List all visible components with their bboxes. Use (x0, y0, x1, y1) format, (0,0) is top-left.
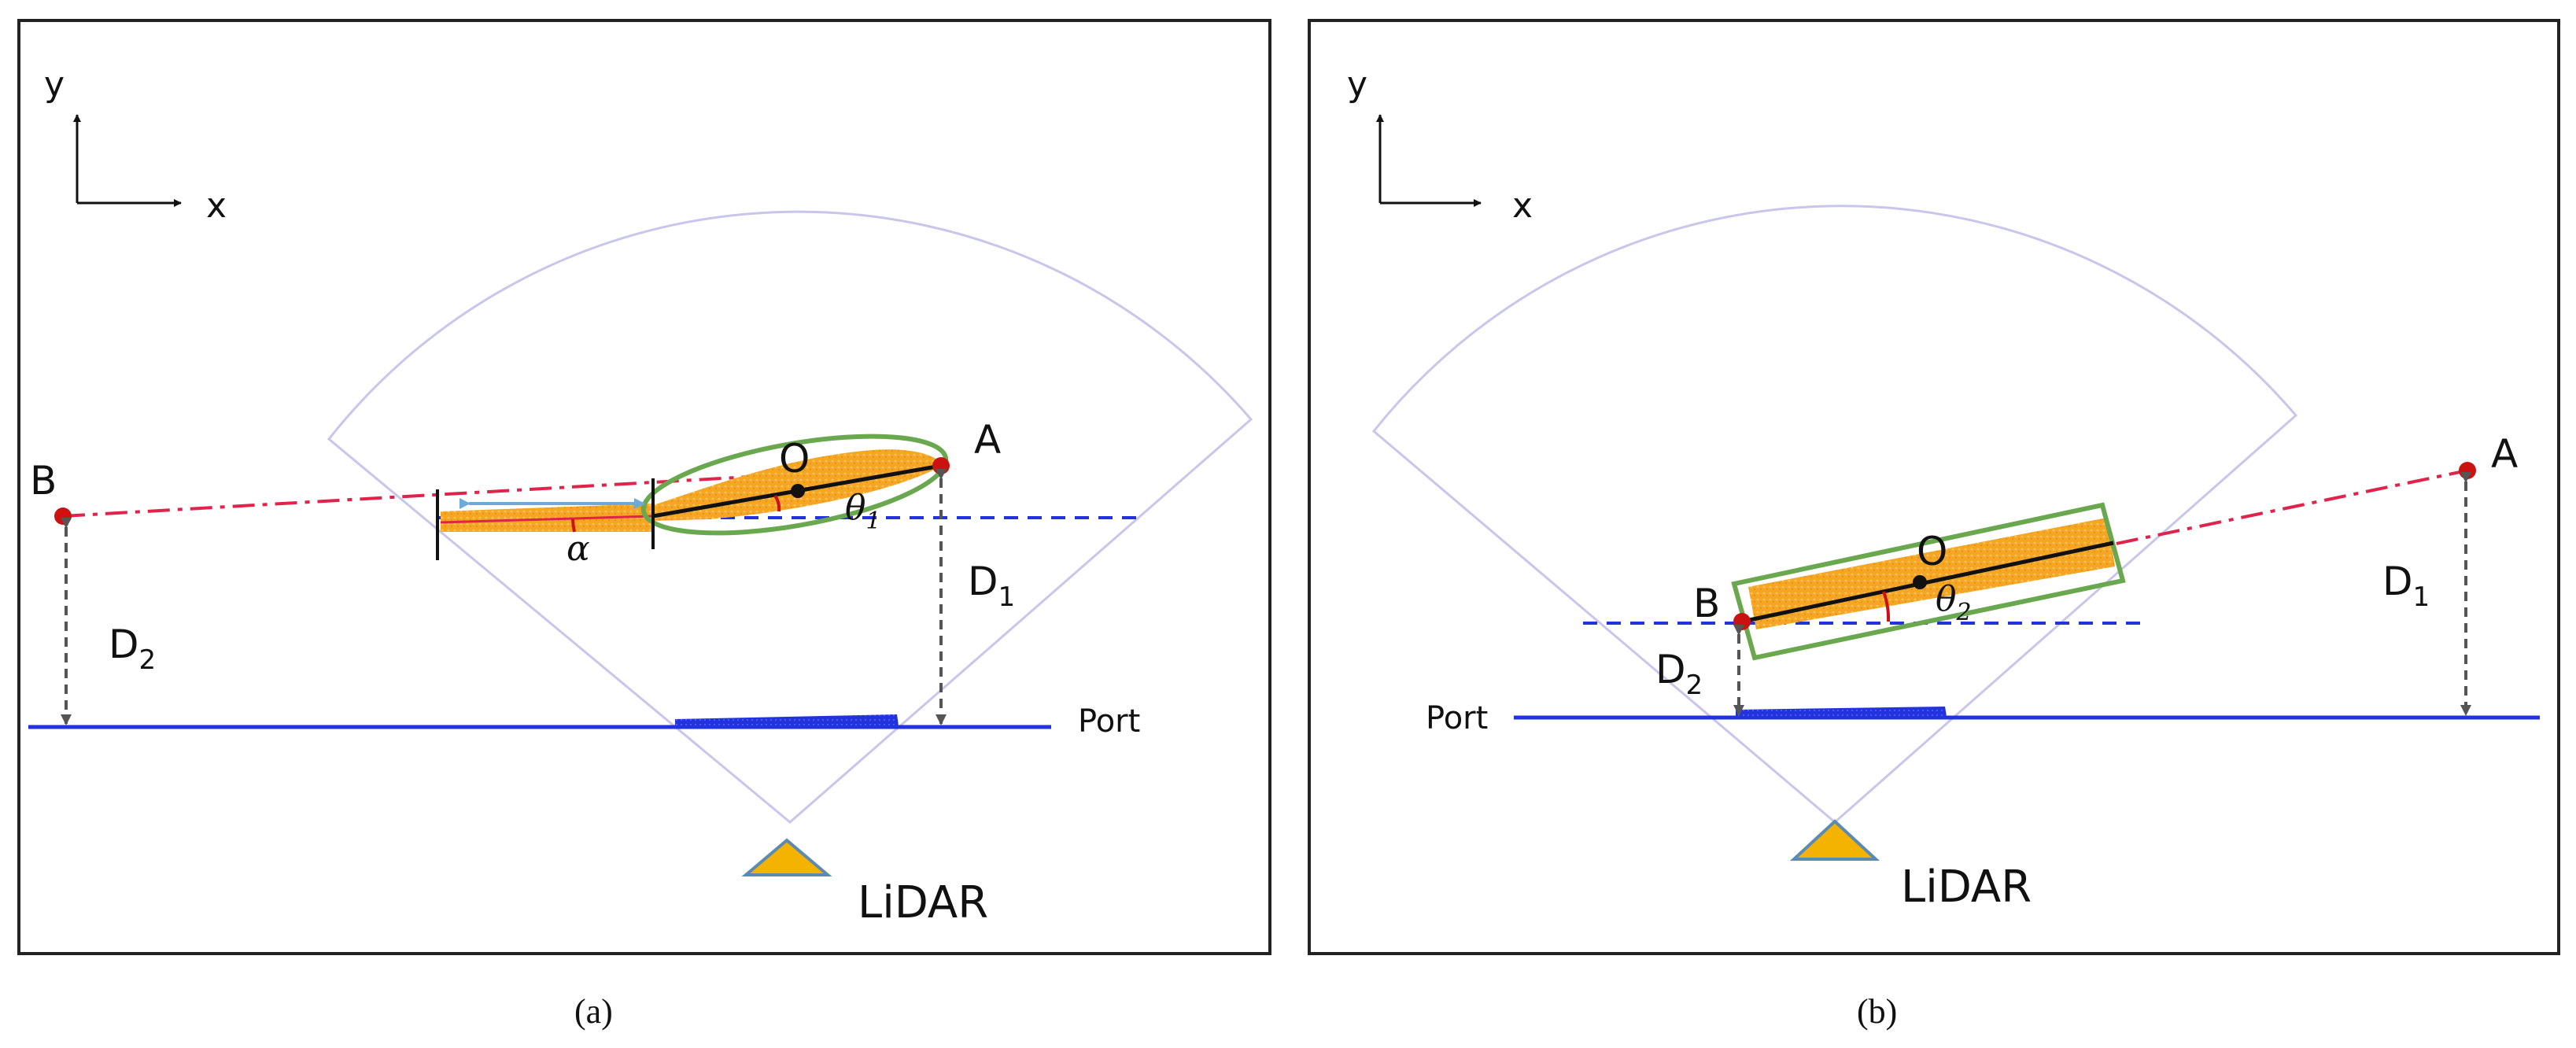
panel-b: y x Port LiDAR θ2 O A B (1308, 19, 2560, 1031)
y-axis-label: y (1347, 65, 1367, 105)
x-axis-label: x (1512, 186, 1533, 226)
port-point-cloud (1736, 707, 1947, 719)
point-b-label: B (1693, 581, 1720, 626)
distance-d1-label: D1 (2382, 559, 2430, 613)
heading-line (1741, 541, 2114, 624)
y-axis-label: y (44, 65, 65, 105)
panel-a-caption: (a) (574, 992, 613, 1031)
distance-d2-label: D2 (109, 622, 156, 676)
lidar-icon (1789, 819, 1880, 861)
tail-heading-line (440, 515, 654, 524)
panel-a-frame (17, 19, 1271, 955)
theta2-label: θ2 (1936, 579, 1972, 626)
theta1-label: θ1 (845, 488, 881, 535)
point-o-label: O (1917, 529, 1947, 574)
port-label: Port (1078, 703, 1140, 740)
lidar-icon (741, 838, 832, 876)
alpha-label: α (566, 529, 590, 569)
point-b (54, 507, 72, 525)
point-a-label: A (2491, 431, 2518, 477)
ship-point-cloud-tail (441, 504, 653, 532)
port-label: Port (1426, 700, 1488, 736)
fitted-bounding-box (1731, 502, 2126, 661)
distance-d2-label: D2 (1655, 647, 1703, 701)
lidar-label: LiDAR (1901, 862, 2032, 913)
panel-b-caption: (b) (1857, 992, 1897, 1031)
center-point-o (1913, 575, 1927, 589)
alpha-angle-arc (571, 518, 576, 533)
point-a (932, 457, 950, 474)
lidar-fov-sector (327, 210, 1253, 824)
point-b (1733, 613, 1751, 630)
axes-indicator: y x (1347, 65, 1533, 226)
port-point-cloud (675, 714, 899, 729)
panel-b-frame (1308, 19, 2560, 955)
point-a (2459, 462, 2476, 479)
fitted-ellipse (640, 434, 949, 536)
lidar-fov-sector (1371, 205, 2298, 824)
point-a-label: A (974, 417, 1001, 463)
lidar-label: LiDAR (858, 877, 988, 928)
theta1-angle-arc (773, 494, 781, 512)
axes-indicator: y x (44, 65, 227, 226)
panel-a: y x Port LiDAR α θ1 (17, 19, 1271, 1031)
point-b-label: B (30, 458, 57, 504)
point-o-label: O (779, 436, 810, 482)
theta2-angle-arc (1882, 591, 1891, 622)
center-point-o (791, 484, 805, 498)
distance-d1-label: D1 (968, 559, 1015, 613)
x-axis-label: x (206, 186, 227, 226)
